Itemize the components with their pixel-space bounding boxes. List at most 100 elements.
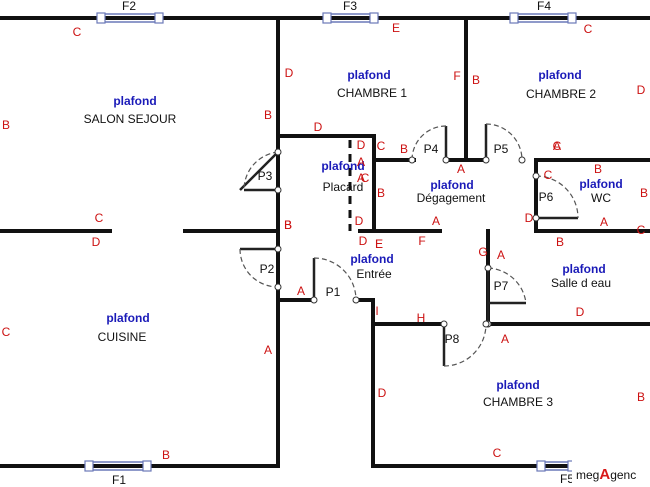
placard-ceiling-label: plafond — [321, 159, 364, 173]
window-f1 — [84, 460, 152, 472]
wall-letter: C — [2, 325, 11, 339]
wall-letter: C — [73, 25, 82, 39]
wall-letter: B — [400, 142, 408, 156]
wall-letter: A — [600, 215, 608, 229]
door-p3 — [239, 148, 282, 194]
cuisine-name: CUISINE — [98, 330, 147, 344]
wall-letter: A — [297, 284, 305, 298]
wall-letter: G — [478, 245, 487, 259]
wc-ceiling-label: plafond — [579, 177, 622, 191]
wall-letter: D — [314, 120, 323, 134]
chambre1-name: CHAMBRE 1 — [337, 86, 407, 100]
placard-name: Placard — [323, 180, 364, 194]
door-label-p5: P5 — [494, 142, 509, 156]
door-p7 — [484, 264, 527, 328]
door-label-p4: P4 — [424, 142, 439, 156]
window-label-f1: F1 — [112, 473, 126, 487]
entree-name: Entrée — [356, 267, 392, 281]
svg-text:megAgenc: megAgenc — [576, 466, 636, 483]
wall-letter: A — [497, 248, 505, 262]
chambre1-ceiling-label: plafond — [347, 68, 390, 82]
salon-name: SALON SEJOUR — [84, 112, 177, 126]
salon-ceiling-label: plafond — [113, 94, 156, 108]
wall-letter: D — [378, 386, 387, 400]
wall-letters: C E D B D F B C B D D C B A C B B A C B … — [2, 21, 648, 462]
doors — [239, 123, 579, 367]
wall-letter: B — [162, 448, 170, 462]
wall-letter: B — [284, 218, 292, 232]
wall-letter: D — [637, 83, 646, 97]
windows — [84, 12, 577, 472]
window-labels: F1 F2 F3 F4 F5 — [112, 0, 574, 487]
wall-letter: B — [284, 218, 292, 232]
chambre2-name: CHAMBRE 2 — [526, 87, 596, 101]
window-f4 — [509, 12, 577, 24]
wall-letter: C — [544, 168, 553, 182]
cuisine-ceiling-label: plafond — [106, 311, 149, 325]
wall-letter: C — [361, 171, 370, 185]
wall-letter: B — [377, 186, 385, 200]
wall-letter: B — [640, 186, 648, 200]
door-label-p7: P7 — [494, 279, 509, 293]
wall-letter: B — [264, 108, 272, 122]
wall-letter: D — [285, 66, 294, 80]
window-f2 — [96, 12, 164, 24]
wall-letter: A — [264, 343, 272, 357]
wall-letter: E — [375, 237, 383, 251]
wall-letter: I — [375, 304, 378, 318]
window-label-f3: F3 — [343, 0, 357, 13]
wall-letter: C — [493, 446, 502, 460]
wall-letter: D — [525, 211, 534, 225]
entree-ceiling-label: plafond — [350, 252, 393, 266]
door-p6 — [532, 172, 579, 222]
chambre3-name: CHAMBRE 3 — [483, 395, 553, 409]
wall-letter: D — [359, 234, 368, 248]
logo-suffix: genc — [610, 468, 636, 482]
wc-name: WC — [591, 191, 611, 205]
wall-letter: A — [357, 171, 365, 185]
logo-accent: A — [599, 466, 610, 483]
degagement-name: Dégagement — [417, 191, 486, 205]
door-label-p3: P3 — [258, 169, 273, 183]
wall-letter: B — [594, 162, 602, 176]
wall-letter: B — [637, 390, 645, 404]
chambre3-ceiling-label: plafond — [496, 378, 539, 392]
chambre2-ceiling-label: plafond — [538, 68, 581, 82]
salle-d-eau-name: Salle d eau — [551, 276, 611, 290]
wall-letter: C — [584, 22, 593, 36]
door-p4 — [408, 125, 450, 164]
wall-letter: C — [637, 223, 646, 237]
wall-letter: A — [357, 155, 365, 169]
wall-letter: B — [472, 73, 480, 87]
door-label-p6: P6 — [539, 190, 554, 204]
door-label-p2: P2 — [260, 262, 275, 276]
wall-letter: A — [553, 139, 561, 153]
wall-letter: H — [417, 311, 426, 325]
wall-letter: F — [418, 234, 425, 248]
wall-letter: E — [392, 21, 400, 35]
door-p8 — [440, 320, 490, 367]
window-label-f4: F4 — [537, 0, 551, 13]
wall-letter: C — [95, 211, 104, 225]
room-labels: plafond SALON SEJOUR plafond CHAMBRE 1 p… — [84, 68, 623, 409]
degagement-ceiling-label: plafond — [430, 178, 473, 192]
wall-letter: E — [375, 237, 383, 251]
wall-letter: D — [357, 138, 366, 152]
window-f3 — [322, 12, 379, 24]
door-p2 — [239, 245, 282, 291]
door-p1 — [310, 257, 360, 304]
window-label-f5: F5 — [560, 472, 574, 486]
logo-prefix: meg — [576, 468, 599, 482]
wall-letter: B — [556, 235, 564, 249]
wall-letter: D — [92, 235, 101, 249]
wall-letter: C — [377, 139, 386, 153]
wall-letter: B — [2, 118, 10, 132]
salle-d-eau-ceiling-label: plafond — [562, 262, 605, 276]
window-label-f2: F2 — [122, 0, 136, 13]
door-labels: P1 P2 P3 P4 P5 P6 P7 P8 — [258, 142, 554, 346]
door-p5 — [482, 123, 526, 164]
door-label-p1: P1 — [326, 285, 341, 299]
wall-letter: D — [576, 305, 585, 319]
wall-letter: A — [432, 214, 440, 228]
